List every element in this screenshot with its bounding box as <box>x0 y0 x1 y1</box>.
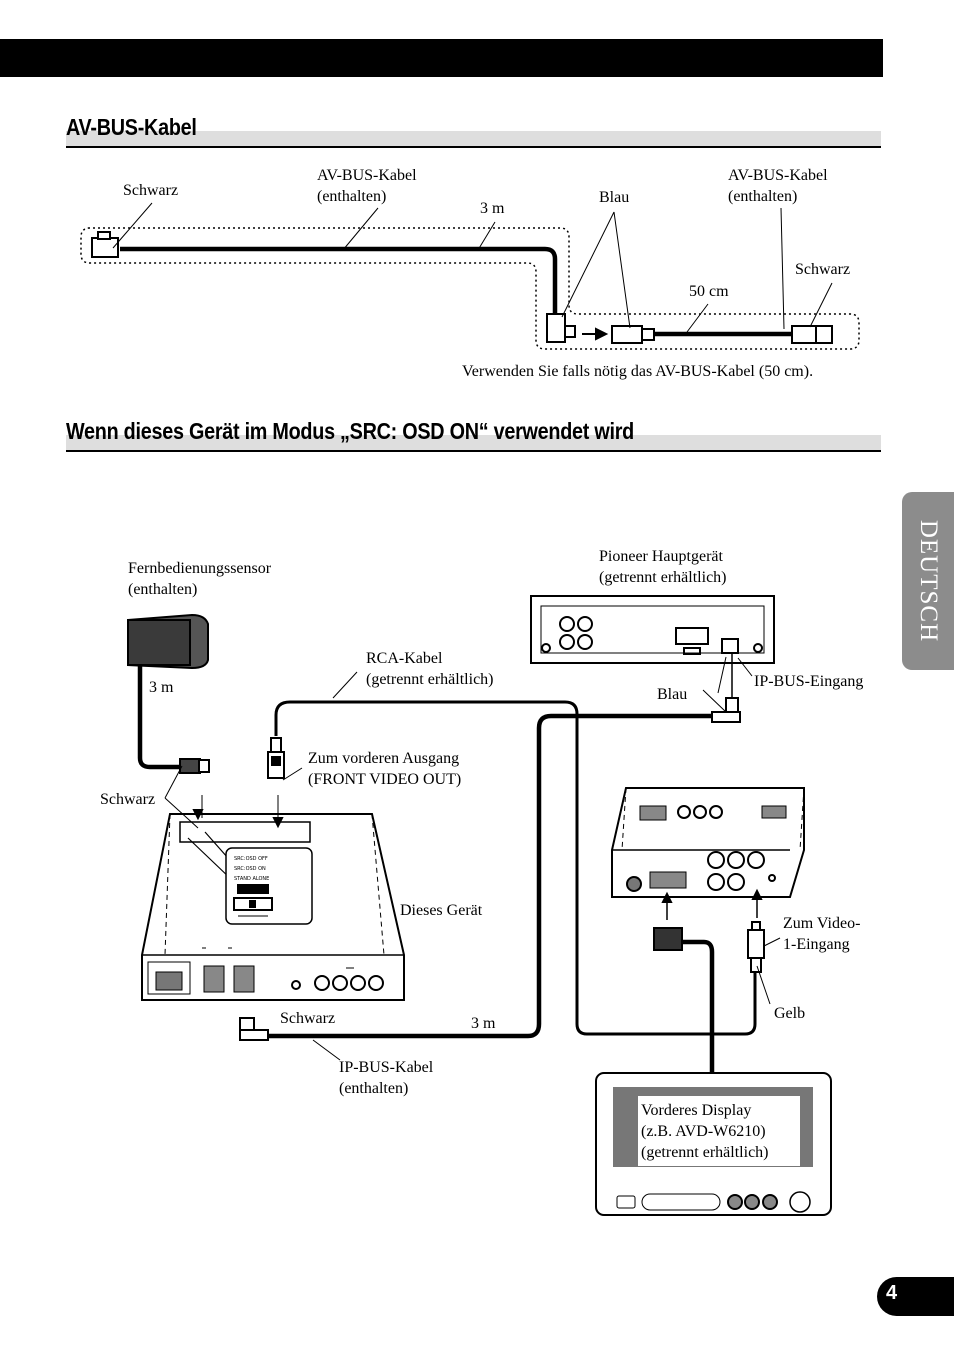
connector-left <box>91 237 119 258</box>
label-schwarz-1: Schwarz <box>100 791 156 808</box>
label-schwarz-left: Schwarz <box>123 182 179 199</box>
section-rule <box>66 435 881 452</box>
note-text: Verwenden Sie falls nötig das AV-BUS-Kab… <box>462 363 814 380</box>
section-rule <box>66 131 881 148</box>
header-bar <box>0 39 883 77</box>
language-tab-label: DEUTSCH <box>915 519 942 643</box>
dotted-outline <box>80 227 860 350</box>
label-sensor-3m: 3 m <box>149 679 174 696</box>
rca-cable <box>274 700 757 1036</box>
label-3m: 3 m <box>480 200 505 217</box>
switch-label-osd-off: SRC:OSD OFF <box>234 856 268 862</box>
display-cable <box>682 939 715 1074</box>
connector-blue <box>611 325 643 344</box>
label-avbus-cable-2: AV-BUS-Kabel (enthalten) <box>728 167 828 205</box>
label-front-out: Zum vorderen Ausgang (FRONT VIDEO OUT) <box>308 750 462 788</box>
label-ipbus-3m: 3 m <box>471 1015 496 1032</box>
label-ipbus-cable: IP-BUS-Kabel (enthalten) <box>339 1059 434 1097</box>
switch-label-stand-alone: STAND ALONE <box>234 876 269 882</box>
connector-mid <box>546 313 566 343</box>
label-ipbus-input: IP-BUS-Eingang <box>754 673 864 690</box>
label-gelb: Gelb <box>774 1005 806 1022</box>
label-blau-2: Blau <box>657 686 688 703</box>
label-this-unit: Dieses Gerät <box>400 902 483 919</box>
connector-black <box>791 325 817 344</box>
label-head-unit: Pioneer Hauptgerät (getrennt erhältlich) <box>599 548 727 586</box>
sensor-cable <box>137 666 180 770</box>
label-50cm: 50 cm <box>689 283 729 300</box>
label-blau: Blau <box>599 189 630 206</box>
label-schwarz-2: Schwarz <box>280 1010 336 1027</box>
label-schwarz-right: Schwarz <box>795 261 851 278</box>
label-video1-input: Zum Video- 1-Eingang <box>783 915 861 953</box>
cable-3m <box>120 246 558 318</box>
page-number-badge: 4 <box>877 1277 954 1316</box>
switch-label-osd-on: SRC:OSD ON <box>234 866 266 872</box>
label-avbus-cable-1: AV-BUS-Kabel (enthalten) <box>317 167 417 205</box>
section-title-osd: Wenn dieses Gerät im Modus „SRC: OSD ON“… <box>66 418 634 444</box>
ipbus-cable <box>266 713 712 1039</box>
label-front-display: Vorderes Display (z.B. AVD-W6210) (getre… <box>641 1102 769 1161</box>
section-title-avbus: AV-BUS-Kabel <box>66 114 197 140</box>
label-remote-sensor: Fernbedienungssensor (enthalten) <box>128 560 272 598</box>
language-tab: DEUTSCH <box>902 492 954 670</box>
label-rca-cable: RCA-Kabel (getrennt erhältlich) <box>366 650 494 688</box>
page-number: 4 <box>886 1282 898 1304</box>
